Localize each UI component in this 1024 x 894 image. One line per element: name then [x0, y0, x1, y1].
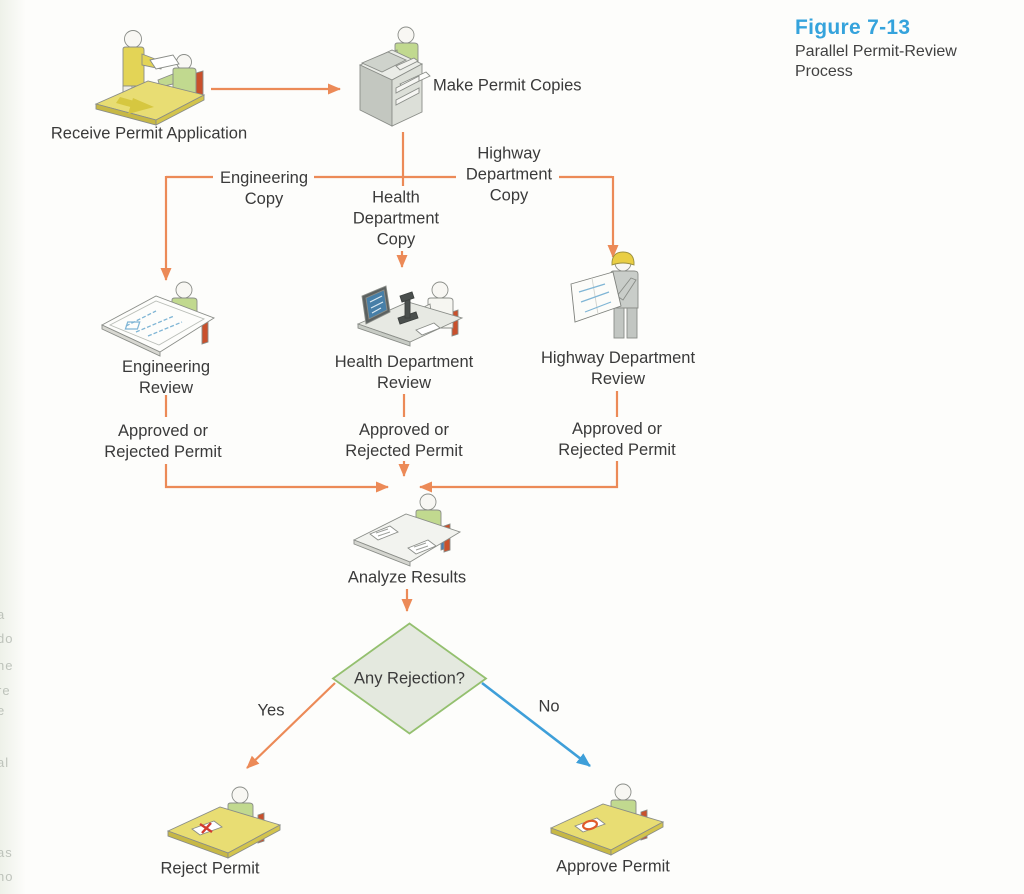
highway-review-label: Highway Department Review — [541, 348, 695, 390]
approved-rejected-label-left: Approved or Rejected Permit — [104, 421, 221, 463]
approve-permit-icon — [549, 783, 665, 856]
approved-rejected-label-middle: Approved or Rejected Permit — [345, 420, 462, 462]
approved-rejected-line: Approved or — [359, 421, 449, 439]
edge-fragment: as — [0, 845, 13, 860]
approved-rejected-line: Approved or — [118, 422, 208, 440]
edge-fragment: do — [0, 631, 14, 646]
make-copies-label: Make Permit Copies — [433, 76, 582, 95]
engineering-review-line: Review — [138, 379, 194, 397]
arrow-no-branch — [481, 681, 591, 768]
health-review-line: Health Department — [334, 353, 474, 371]
approved-rejected-label-right: Approved or Rejected Permit — [558, 419, 675, 461]
approved-rejected-line: Rejected Permit — [104, 443, 222, 461]
decision-diamond: Any Rejection? — [331, 622, 488, 735]
health-review-line: Review — [376, 374, 432, 392]
highway-review-line: Highway Department — [540, 349, 696, 367]
engineering-copy-line: Engineering — [219, 169, 309, 187]
engineering-review-line: Engineering — [121, 358, 211, 376]
highway-copy-line: Highway — [477, 144, 541, 163]
edge-fragment: re — [0, 683, 11, 698]
arrow-yes-branch — [246, 682, 336, 769]
edge-fragment: a — [0, 607, 6, 622]
health-review-icon — [356, 281, 464, 347]
highway-copy-line: Copy — [489, 186, 529, 205]
approved-rejected-line: Approved or — [572, 420, 662, 438]
figure-number: Figure 7-13 — [795, 16, 911, 39]
engineering-review-icon — [100, 281, 216, 357]
engineering-review-label: Engineering Review — [122, 357, 210, 399]
make-copies-icon — [358, 26, 431, 127]
health-copy-label: Health Department Copy — [353, 188, 439, 251]
highway-copy-label: Highway Department Copy — [466, 144, 552, 207]
diamond-shape — [331, 622, 488, 735]
highway-review-icon — [570, 251, 639, 339]
figure-title-line: Parallel Permit-Review — [795, 43, 957, 60]
receive-permit-icon — [94, 30, 206, 126]
arrow-highway-to-junction — [419, 461, 619, 493]
analyze-results-icon — [352, 493, 462, 567]
health-copy-line: Health — [372, 188, 420, 207]
approved-rejected-line: Rejected Permit — [345, 442, 463, 460]
edge-fragment: he — [0, 658, 14, 673]
engineering-copy-line: Copy — [244, 190, 284, 208]
health-copy-line: Department — [352, 209, 440, 228]
health-copy-line: Copy — [376, 230, 416, 249]
edge-fragment: e — [0, 703, 6, 718]
approve-permit-label: Approve Permit — [556, 857, 670, 876]
no-label: No — [538, 697, 560, 716]
figure-title-line: Process — [795, 62, 853, 80]
decision-label: Any Rejection? — [354, 669, 465, 687]
health-review-label: Health Department Review — [335, 352, 474, 394]
reject-permit-label: Reject Permit — [160, 859, 260, 878]
receive-label: Receive Permit Application — [50, 124, 248, 143]
highway-copy-line: Department — [465, 165, 553, 184]
yes-label: Yes — [257, 701, 285, 720]
approved-rejected-line: Rejected Permit — [558, 441, 676, 459]
edge-fragment: al — [0, 755, 10, 770]
engineering-copy-label: Engineering Copy — [220, 168, 308, 210]
reject-permit-icon — [166, 786, 282, 859]
analyze-results-label: Analyze Results — [347, 568, 467, 587]
edge-fragment: ho — [0, 869, 14, 884]
highway-review-line: Review — [590, 370, 646, 388]
arrow-eng-to-junction — [164, 464, 389, 493]
figure-caption: Figure 7-13 Parallel Permit-Review Proce… — [795, 16, 957, 81]
